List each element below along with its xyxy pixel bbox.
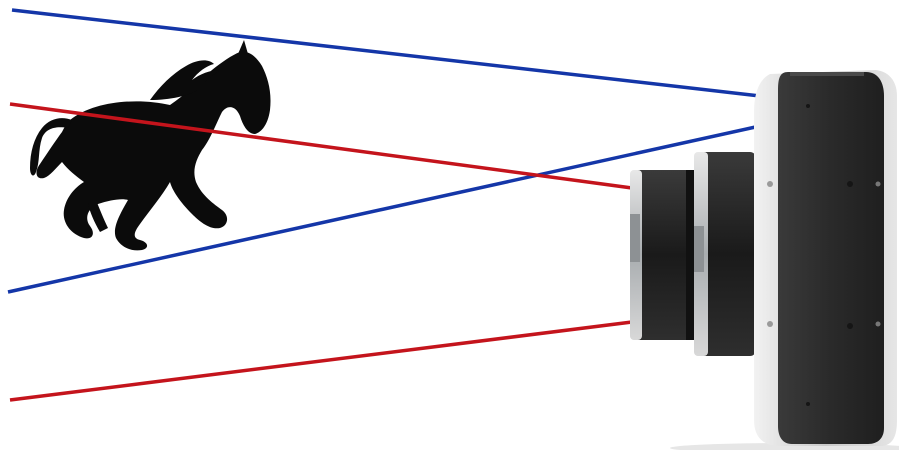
lens-middle-barrel xyxy=(694,152,756,356)
camera-body xyxy=(778,72,884,444)
blue-ray-bottom xyxy=(7,124,761,294)
screw-icon xyxy=(847,181,853,187)
blue-ray-top xyxy=(11,8,761,98)
red-ray-top xyxy=(9,102,633,190)
horse-silhouette xyxy=(30,40,271,251)
red-ray-bottom xyxy=(9,320,633,402)
screw-icon xyxy=(875,181,881,187)
screw-icon xyxy=(806,104,810,108)
screw-icon xyxy=(767,181,773,187)
field-of-view-rays xyxy=(7,8,761,402)
screw-icon xyxy=(847,323,853,329)
screw-icon xyxy=(875,321,881,327)
screw-icon xyxy=(806,402,810,406)
screw-icon xyxy=(767,321,773,327)
camera-side-view xyxy=(630,70,899,450)
lens-front-barrel xyxy=(630,170,696,340)
